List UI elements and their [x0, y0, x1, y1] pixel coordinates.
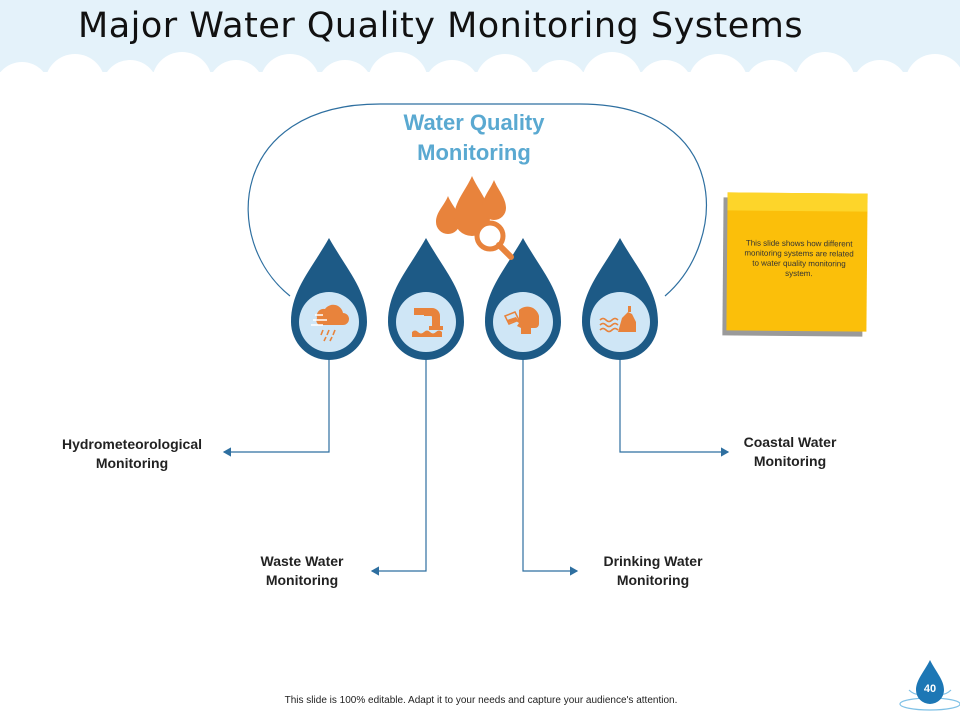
header-cloud-background [0, 0, 960, 100]
label-line2: Monitoring [753, 453, 827, 469]
pipe-outflow-icon [412, 308, 443, 337]
drinking-face-icon [503, 306, 539, 334]
label-hydrometeorological: Hydrometeorological Monitoring [42, 435, 222, 473]
label-line2: Monitoring [95, 455, 169, 471]
sticky-note-tape [727, 192, 868, 212]
weather-rain-icon [311, 304, 349, 342]
center-title-line1: Water Quality [403, 110, 545, 135]
sticky-note-text: This slide shows how different monitorin… [744, 238, 854, 279]
label-waste-water: Waste Water Monitoring [242, 552, 362, 590]
drop-hydrometeorological [291, 238, 367, 360]
label-line1: Waste Water [260, 553, 344, 569]
label-line2: Monitoring [616, 572, 690, 588]
label-drinking-water: Drinking Water Monitoring [588, 552, 718, 590]
page-title: Major Water Quality Monitoring Systems [78, 6, 804, 46]
center-title: Water Quality Monitoring [374, 108, 574, 168]
label-coastal-water: Coastal Water Monitoring [730, 433, 850, 471]
connector-arc [247, 103, 707, 297]
connector-waste-water [370, 360, 427, 576]
connector-coastal-water [619, 360, 730, 457]
label-line1: Hydrometeorological [61, 436, 203, 452]
page-number: 40 [923, 683, 937, 695]
page-number-drop [899, 660, 960, 711]
footer-text: This slide is 100% editable. Adapt it to… [284, 695, 678, 706]
connector-hydrometeorological [222, 360, 330, 457]
drop-coastal-water [582, 238, 658, 360]
label-line1: Coastal Water [743, 434, 837, 450]
center-title-line2: Monitoring [417, 140, 531, 165]
label-line2: Monitoring [265, 572, 339, 588]
label-line1: Drinking Water [603, 553, 703, 569]
drop-waste-water [388, 238, 464, 360]
sticky-note: This slide shows how different monitorin… [726, 192, 868, 332]
connector-drinking-water [522, 360, 579, 576]
coastal-cliff-icon [599, 306, 636, 333]
water-search-icon [436, 176, 514, 260]
drop-drinking-water [485, 238, 561, 360]
